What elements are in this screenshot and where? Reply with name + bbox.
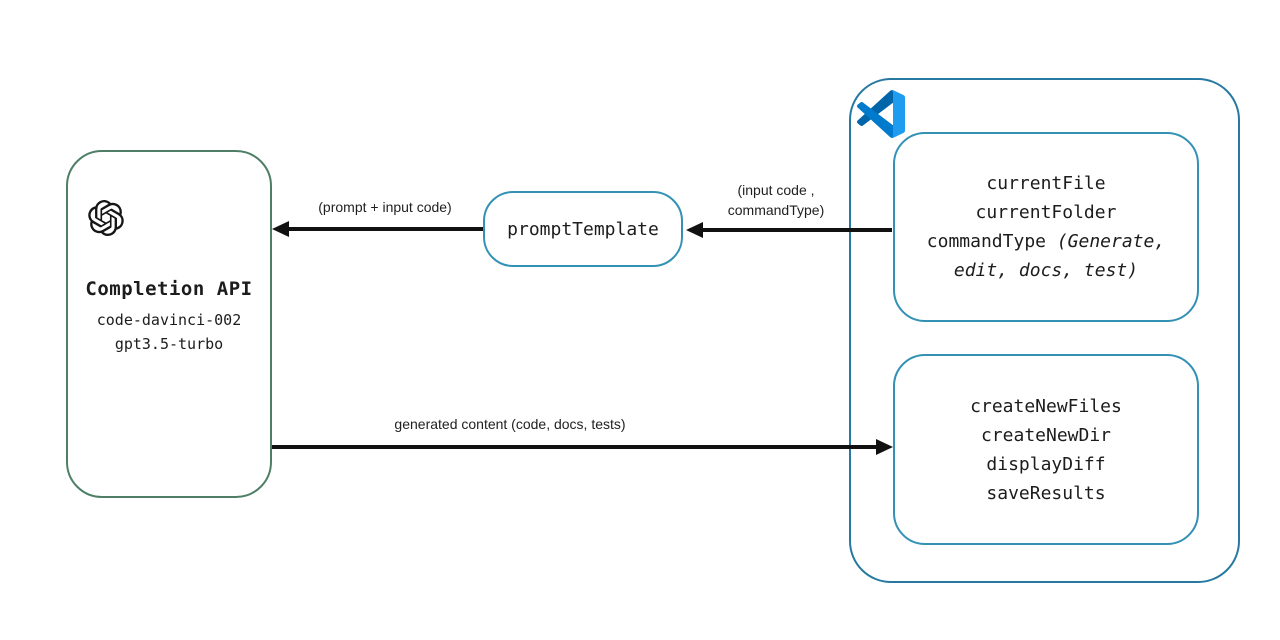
command-type-prefix: commandType bbox=[926, 231, 1057, 252]
output-display-diff: displayDiff bbox=[986, 453, 1106, 475]
editor-inputs-box: currentFile currentFolder commandType (G… bbox=[893, 132, 1199, 322]
arrow-editor-to-prompt-label-line1: (input code , bbox=[737, 182, 815, 198]
model-name-davinci: code-davinci-002 bbox=[96, 311, 242, 329]
completion-api-box: Completion API code-davinci-002 gpt3.5-t… bbox=[66, 150, 272, 498]
vscode-extension-box: currentFile currentFolder commandType (G… bbox=[849, 78, 1240, 583]
command-type-options-line2: edit, docs, test) bbox=[953, 260, 1139, 281]
input-current-folder: currentFolder bbox=[975, 202, 1117, 223]
arrow-prompt-to-api-head bbox=[272, 221, 289, 237]
prompt-template-label: promptTemplate bbox=[507, 218, 659, 240]
arrow-api-to-editor-head bbox=[876, 439, 893, 455]
arrow-editor-to-prompt-head bbox=[686, 222, 703, 238]
openai-logo-icon bbox=[88, 200, 124, 237]
prompt-template-box: promptTemplate bbox=[483, 191, 683, 267]
arrow-editor-to-prompt-line bbox=[702, 228, 892, 232]
completion-api-title: Completion API bbox=[85, 278, 253, 300]
arrow-prompt-to-api-label: (prompt + input code) bbox=[318, 199, 452, 215]
input-command-type: commandType (Generate, bbox=[927, 227, 1165, 256]
arrow-prompt-to-api-line bbox=[288, 227, 483, 231]
vscode-logo-icon bbox=[857, 90, 905, 138]
arrow-api-to-editor-label: generated content (code, docs, tests) bbox=[394, 416, 626, 432]
command-type-options-line1: (Generate, bbox=[1056, 231, 1166, 252]
arrow-editor-to-prompt-label: (input code , commandType) bbox=[700, 180, 852, 220]
output-save-results: saveResults bbox=[986, 482, 1106, 504]
output-create-new-dir: createNewDir bbox=[980, 424, 1112, 446]
input-current-file: currentFile bbox=[986, 173, 1106, 194]
output-create-new-files: createNewFiles bbox=[970, 395, 1122, 417]
editor-outputs-box: createNewFiles createNewDir displayDiff … bbox=[893, 354, 1199, 545]
model-name-gpt35: gpt3.5-turbo bbox=[114, 335, 224, 353]
arrow-editor-to-prompt-label-line2: commandType) bbox=[727, 202, 825, 218]
arrow-api-to-editor-line bbox=[272, 445, 877, 449]
